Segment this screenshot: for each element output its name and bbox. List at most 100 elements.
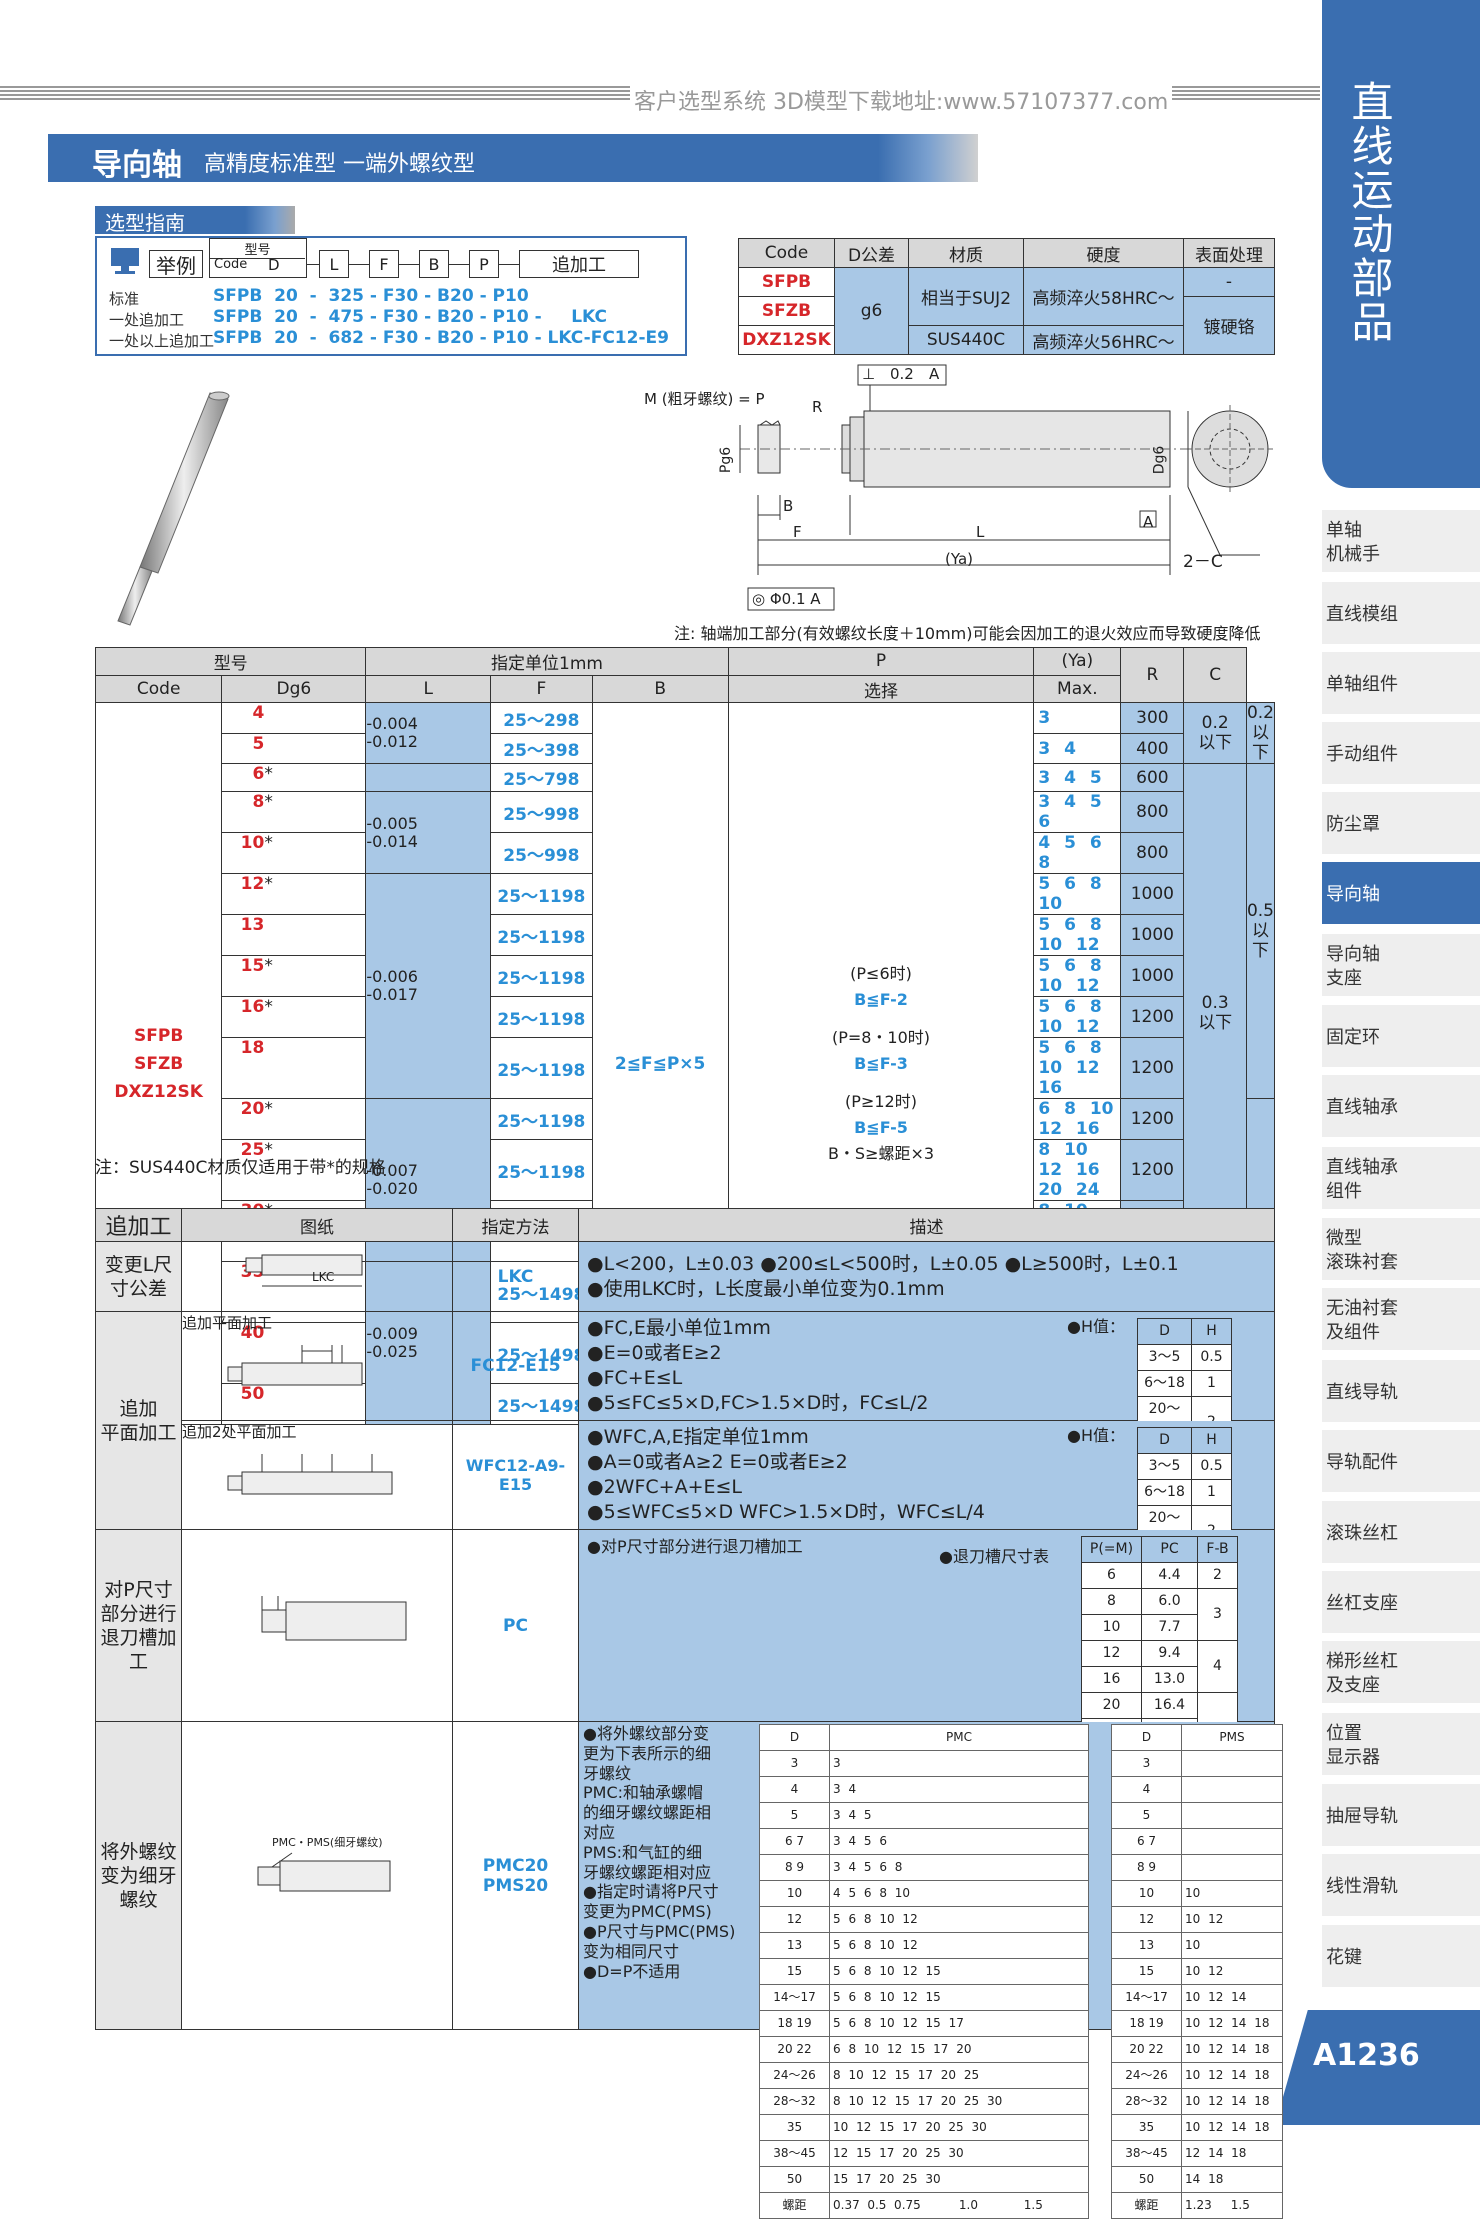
l-range: 25～1198 — [490, 1037, 593, 1100]
l-range: 25～1198 — [490, 955, 593, 998]
sidebar-item[interactable]: 单轴 机械手 — [1322, 510, 1480, 572]
selection-guide-title: 选型指南 — [95, 206, 295, 235]
concentricity-label: ◎ Φ0.1 A — [752, 590, 821, 608]
dia-value: 25 — [240, 1140, 265, 1161]
material-table: Code D公差 材质 硬度 表面处理 SFPB g6 相当于SUJ2 高频淬火… — [738, 238, 1275, 355]
fc-method: FC12-E15 — [452, 1311, 579, 1421]
dia-value: 12 — [240, 874, 265, 895]
sidebar-item[interactable]: 微型 滚珠衬套 — [1322, 1218, 1480, 1280]
row-value-multi: SFPB 20 - 682 - F30 - B20 - P10 - LKC-FC… — [213, 328, 669, 348]
sidebar-item[interactable]: 导向轴 — [1322, 862, 1480, 924]
tolerance: -0.004 -0.012 — [365, 702, 492, 765]
sidebar-item[interactable]: 花键 — [1322, 1925, 1480, 1987]
pmc-desc-line: 对应 — [583, 1822, 616, 1842]
sidebar-item[interactable]: 直线导轨 — [1322, 1360, 1480, 1422]
sidebar-title: 直线运动部品 — [1345, 80, 1394, 344]
sidebar-item[interactable]: 直线模组 — [1322, 582, 1480, 644]
sidebar-item[interactable]: 固定环 — [1322, 1005, 1480, 1067]
hardness-note: 注: 轴端加工部分(有效螺纹长度＋10mm)可能会因加工的退火效应而导致硬度降低 — [674, 624, 1261, 643]
page-subtitle: 高精度标准型 一端外螺纹型 — [204, 152, 475, 177]
ya-max: 300 — [1120, 702, 1185, 734]
pc-drawing — [261, 1596, 407, 1641]
example-label: 举例 — [149, 250, 203, 278]
monitor-icon — [111, 248, 139, 274]
row-value-standard: SFPB 20 - 325 - F30 - B20 - P10 — [213, 286, 529, 306]
sidebar-item[interactable]: 手动组件 — [1322, 722, 1480, 784]
sidebar-item[interactable]: 直线轴承 组件 — [1322, 1147, 1480, 1209]
box-f: F — [369, 250, 399, 278]
sidebar-item[interactable]: 防尘罩 — [1322, 792, 1480, 854]
additional-table: 追加工 图纸 指定方法 描述 变更L尺 寸公差 LKC LKC ●L<200，L… — [95, 1208, 1283, 2219]
row-label-one: 一处追加工 — [109, 311, 185, 329]
ya-max: 1000 — [1120, 873, 1185, 916]
sidebar-item[interactable]: 单轴组件 — [1322, 652, 1480, 714]
sidebar-item[interactable]: 位置 显示器 — [1322, 1713, 1480, 1775]
chamfer-label: 2－C — [1183, 552, 1223, 572]
tolerance: -0.006 -0.017 — [365, 873, 492, 1100]
box-additional: 追加工 — [519, 250, 639, 278]
tolerance — [365, 763, 492, 793]
box-p: P — [469, 250, 499, 278]
ya-max: 1200 — [1120, 1098, 1185, 1141]
box-b: B — [419, 250, 449, 278]
code-header-box: 型号 Code D — [209, 238, 307, 278]
pc-method: PC — [452, 1529, 579, 1722]
sidebar-item[interactable]: 线性滑轨 — [1322, 1854, 1480, 1916]
pmc-desc-line: PMS:和气缸的细 — [583, 1842, 703, 1862]
fc-drawing — [227, 1345, 363, 1386]
ya-max: 1000 — [1120, 955, 1185, 998]
pmc-desc-line: 变为相同尺寸 — [583, 1941, 680, 1961]
p-select: 8 10 12 16 20 24 — [1033, 1139, 1122, 1202]
row-label-standard: 标准 — [109, 290, 140, 308]
sidebar-item[interactable]: 导向轴 支座 — [1322, 934, 1480, 996]
ya-max: 1200 — [1120, 1139, 1185, 1202]
pmc-desc-line: 牙螺纹 — [583, 1763, 632, 1783]
pmc-desc-line: 牙螺纹螺距相对应 — [583, 1862, 712, 1882]
l-range: 25～798 — [490, 763, 593, 793]
flat-label: 追加 平面加工 — [95, 1311, 182, 1530]
p-select: 3 4 5 — [1033, 763, 1122, 793]
pmc-desc-line: 的细牙螺纹螺距相 — [583, 1803, 712, 1823]
product-photo — [117, 391, 230, 626]
p-select: 5 6 8 10 12 — [1033, 914, 1122, 957]
pmc-desc-line: PMC:和轴承螺帽 — [583, 1783, 704, 1803]
page-number: A1236 — [1275, 2010, 1480, 2125]
sidebar-item[interactable]: 抽屉导轨 — [1322, 1784, 1480, 1846]
dia-value: 10 — [240, 833, 265, 854]
p-select: 5 6 8 10 12 16 — [1033, 1037, 1122, 1100]
shaft-drawing — [739, 364, 1274, 611]
l-range: 25～1198 — [490, 1098, 593, 1141]
sidebar-item[interactable]: 滚珠丝杠 — [1322, 1501, 1480, 1563]
sidebar-item[interactable]: 无油衬套 及组件 — [1322, 1288, 1480, 1350]
p-select: 4 5 6 8 — [1033, 832, 1122, 875]
l-range: 25～1198 — [490, 873, 593, 916]
wfc-drawing — [227, 1454, 393, 1495]
sidebar-item[interactable]: 丝杠支座 — [1322, 1571, 1480, 1633]
header-url[interactable]: 客户选型系统 3D模型下载地址:www.57107377.com — [630, 84, 1173, 116]
pmc-desc-line: ●指定时请将P尺寸 — [583, 1882, 719, 1902]
row-label-multi: 一处以上追加工 — [109, 332, 215, 350]
m-label: M (粗牙螺纹) = P — [644, 390, 765, 408]
sidebar-item[interactable]: 导轨配件 — [1322, 1430, 1480, 1492]
dia-value: 5 — [252, 733, 265, 754]
pmc-desc-line: 更为下表所示的细 — [583, 1743, 712, 1763]
ya-max: 600 — [1120, 763, 1185, 793]
code-dxz12sk: DXZ12SK — [738, 325, 835, 355]
box-l: L — [319, 250, 349, 278]
sidebar-item[interactable]: 梯形丝杠 及支座 — [1322, 1641, 1480, 1703]
l-range: 25～298 — [490, 702, 593, 734]
selection-guide-box: 举例 型号 Code D L F B P 追加工 标准 一处追加工 一处以上追加… — [95, 236, 687, 356]
ya-max: 1200 — [1120, 1037, 1185, 1100]
tolerance: -0.005 -0.014 — [365, 791, 492, 875]
dia-value: 20 — [240, 1099, 265, 1120]
pmc-desc-line: 变更为PMC(PMS) — [583, 1902, 712, 1922]
dia-value: 6 — [252, 764, 265, 785]
sidebar-item[interactable]: 直线轴承 — [1322, 1075, 1480, 1137]
spec-note: 注：SUS440C材质仅适用于带*的规格 — [95, 1158, 386, 1178]
